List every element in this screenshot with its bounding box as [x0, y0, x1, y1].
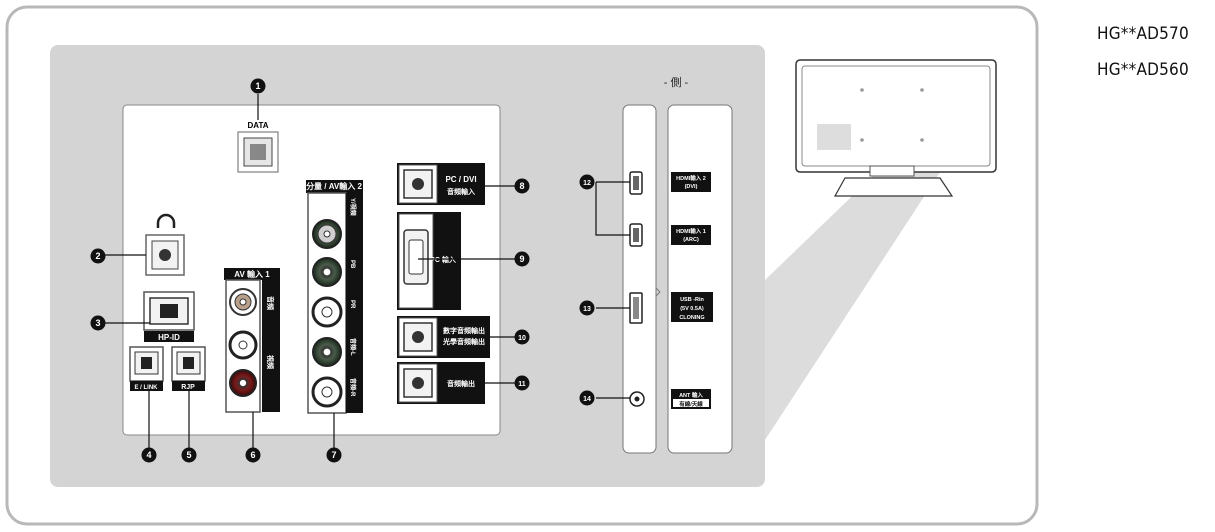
side-label: - 側 -: [664, 76, 689, 89]
rjp-port: [171, 346, 206, 391]
elink-port: [129, 346, 164, 391]
data-label: DATA: [247, 121, 268, 130]
model-name-2: HG**AD560: [1097, 60, 1189, 80]
callout-7: 7: [331, 450, 336, 460]
hdmi-1-sub-label: (ARC): [683, 237, 699, 243]
component-part-audio-l: 音頻-L: [349, 338, 357, 356]
callout-4: 4: [146, 450, 151, 460]
ant-sub-label: 有線/天線: [679, 400, 703, 408]
component-part-pr: PR: [349, 300, 355, 309]
av-input-1-label: AV 輸入 1: [234, 269, 270, 279]
hdmi-2-label: HDMI輸入 2: [676, 174, 706, 182]
leader-lines: [104, 94, 630, 449]
usb-label-box: [671, 292, 713, 322]
model-name-1: HG**AD570: [1097, 24, 1189, 44]
component-av-input-2-label: 分量 / AV輸入 2: [306, 181, 362, 191]
pc-dvi-sub-label: 音頻輸入: [447, 187, 475, 196]
callouts: [90, 78, 595, 463]
component-part-pb: PB: [349, 260, 355, 269]
callout-1: 1: [255, 81, 260, 91]
audio-out-label: 音頻輸出: [447, 379, 475, 388]
zoom-projection: [765, 150, 948, 440]
tv-back-outline-icon: [795, 59, 997, 197]
pc-dvi-audio-port: [397, 163, 485, 205]
side-panel-notch: [655, 287, 661, 297]
data-port: [237, 131, 279, 173]
callout-12: 12: [583, 180, 591, 187]
component-part-y: Y/視頻: [349, 198, 357, 216]
audio-out-port: [397, 362, 485, 404]
elink-label: E / LINK: [134, 385, 158, 391]
callout-13: 13: [583, 306, 591, 313]
headphone-port: [145, 234, 185, 276]
hdmi-2-label-box: [671, 172, 711, 192]
callout-11: 11: [518, 381, 526, 388]
ant-label: ANT 輸入: [679, 391, 703, 399]
component-av-input-2-block: [306, 180, 363, 414]
hdmi-2-sub-label: (DVI): [685, 184, 698, 190]
callout-2: 2: [95, 251, 100, 261]
usb-label-1: USB -Rin: [680, 297, 704, 303]
component-part-audio-r: 音頻-R: [349, 378, 357, 397]
rj45-port-icon: [250, 144, 266, 160]
callout-9: 9: [519, 254, 524, 264]
pc-dvi-label: PC / DVI: [445, 175, 476, 184]
callout-6: 6: [250, 450, 255, 460]
hp-id-port: [143, 291, 195, 342]
av-input-1-video-label: 視頻: [266, 354, 275, 369]
callout-3: 3: [95, 318, 100, 328]
digital-audio-out-port: [397, 316, 490, 358]
digital-audio-label-2: 光學音頻輸出: [442, 337, 485, 346]
av-input-1-audio-label: 音頻: [266, 296, 275, 310]
av-input-1-block: [224, 268, 280, 413]
hp-id-label: HP-ID: [158, 333, 180, 342]
callout-8: 8: [519, 181, 524, 191]
callout-14: 14: [583, 396, 591, 403]
usb-label-2: (5V 0.5A): [680, 306, 704, 312]
hdmi-1-label: HDMI輸入 1: [676, 227, 706, 235]
pc-input-port: [397, 212, 461, 310]
digital-audio-label-1: 數字音頻輸出: [443, 326, 485, 335]
callout-5: 5: [186, 450, 191, 460]
rjp-label: RJP: [181, 384, 195, 391]
callout-10: 10: [518, 335, 526, 342]
headphone-icon: [156, 213, 176, 228]
hdmi-1-label-box: [671, 225, 711, 245]
usb-label-3: CLONING: [679, 315, 704, 321]
